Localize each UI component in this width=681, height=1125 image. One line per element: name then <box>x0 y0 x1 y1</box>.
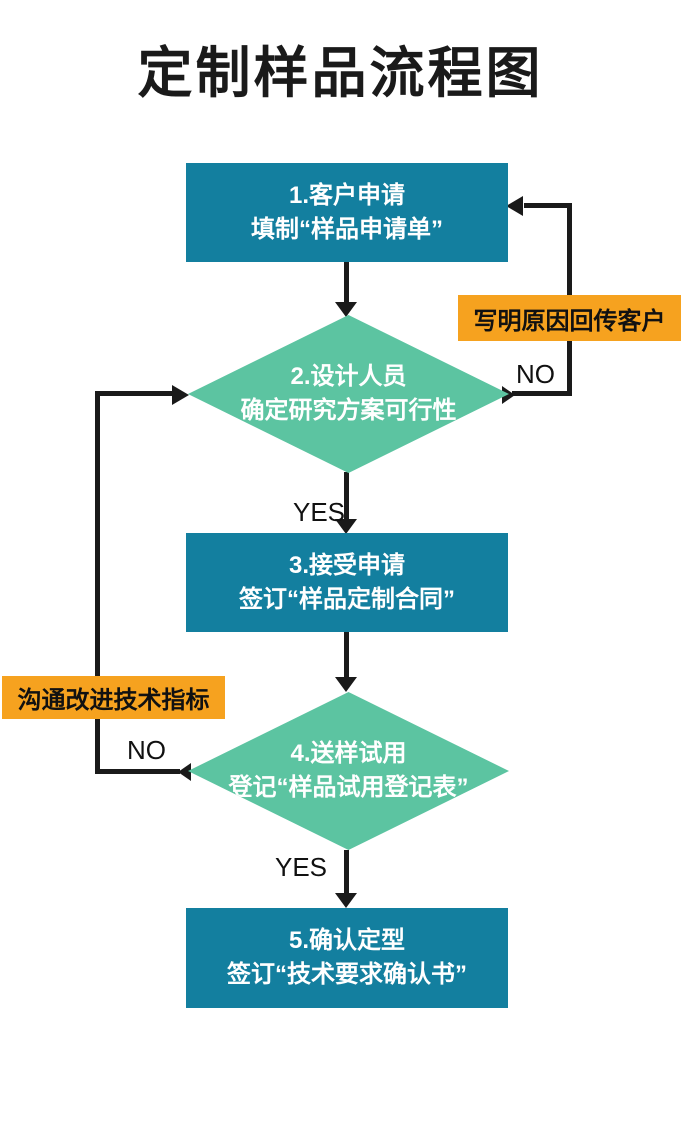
edge-step4-step5-line <box>344 850 349 894</box>
arrowhead-down-step3-icon <box>335 519 357 534</box>
no-label-step4: NO <box>127 735 166 765</box>
step4-line2: 登记“样品试用登记表” <box>228 774 469 801</box>
step3-line2: 签订“样品定制合同” <box>239 585 455 613</box>
arrowhead-down-step5-icon <box>335 893 357 908</box>
page-title: 定制样品流程图 <box>137 43 544 104</box>
yes-label-step2: YES <box>293 497 346 527</box>
arrowhead-down-step4-icon <box>335 677 357 692</box>
annotation-improve-specs-text: 沟通改进技术指标 <box>17 687 210 714</box>
step2-line2: 确定研究方案可行性 <box>240 397 457 424</box>
edge-step3-step4-line <box>344 632 349 677</box>
no-label-step2: NO <box>516 359 555 389</box>
step5-line1: 5.确认定型 <box>288 927 405 954</box>
edge-step2-step3-line <box>344 472 349 519</box>
annotation-return-to-customer-text: 写明原因回传客户 <box>473 307 666 335</box>
flow-node-step1: 1.客户申请 填制“样品申请单” <box>186 163 508 262</box>
arrowhead-right-step2-icon <box>172 385 189 405</box>
yes-label-step4: YES <box>275 852 328 882</box>
flow-node-step3: 3.接受申请 签订“样品定制合同” <box>186 533 508 632</box>
no-left-vertical-line <box>95 391 100 774</box>
chevron-left-icon <box>178 763 191 781</box>
no-right-top-line <box>524 203 572 208</box>
chevron-right-icon <box>502 386 515 404</box>
no-left-bottom-line <box>97 769 180 774</box>
annotation-return-to-customer: 写明原因回传客户 <box>458 295 681 341</box>
flow-node-step4: 4.送样试用 登记“样品试用登记表” <box>188 692 509 850</box>
step5-line2: 签订“技术要求确认书” <box>227 961 467 988</box>
step1-line1: 1.客户申请 <box>288 181 405 209</box>
no-right-bottom-line <box>512 391 570 396</box>
step3-line1: 3.接受申请 <box>288 551 405 579</box>
step4-line1: 4.送样试用 <box>290 740 407 767</box>
arrowhead-down-step2-icon <box>335 302 357 317</box>
step2-line1: 2.设计人员 <box>290 363 407 390</box>
no-left-top-line <box>97 391 173 396</box>
step1-line2: 填制“样品申请单” <box>251 215 443 243</box>
annotation-improve-specs: 沟通改进技术指标 <box>2 676 225 719</box>
flow-node-step5: 5.确认定型 签订“技术要求确认书” <box>186 908 508 1008</box>
edge-step1-step2-line <box>344 262 349 304</box>
arrowhead-left-step1-icon <box>506 196 523 216</box>
